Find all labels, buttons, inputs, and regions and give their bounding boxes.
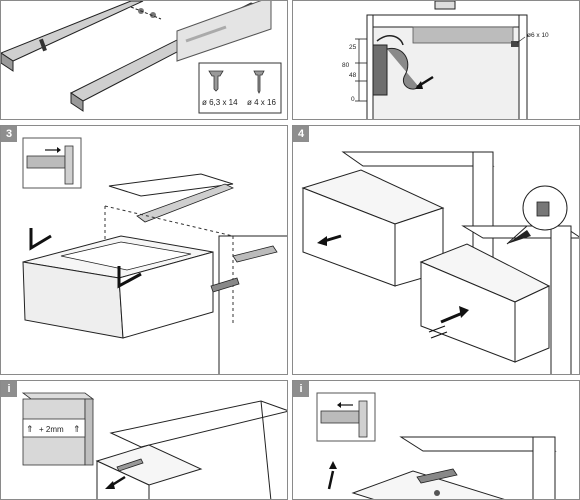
lift-arrow-icon bbox=[329, 461, 337, 469]
height-adjust-label: + 2mm bbox=[39, 425, 64, 434]
dimension-label: 80 bbox=[342, 62, 350, 69]
cabinet-dimension-illustration: 25 80 48 0 ø6 x 10 bbox=[342, 1, 549, 119]
info-panel-height: i + 2mm ⇑ ⇑ bbox=[0, 380, 288, 500]
screw-size-1: ø 6,3 x 14 bbox=[202, 98, 238, 107]
screw-large-icon bbox=[208, 70, 224, 92]
screw-small-icon bbox=[253, 70, 265, 94]
drill-size: ø6 x 10 bbox=[527, 32, 549, 39]
step-number: 4 bbox=[293, 126, 309, 142]
height-adjust-illustration: + 2mm ⇑ ⇑ bbox=[21, 392, 287, 499]
insert-drawer-illustration bbox=[22, 137, 287, 374]
step-1-panel: ø 6,3 x 14 ø 4 x 16 bbox=[0, 0, 288, 120]
info-marker: i bbox=[293, 381, 309, 397]
cabinet-rail bbox=[136, 183, 234, 223]
pull-arrow-icon bbox=[105, 481, 115, 489]
lower-arrow-icon bbox=[117, 266, 142, 289]
step-4-panel: 4 bbox=[292, 125, 580, 375]
drawer-open-illustration bbox=[301, 151, 579, 374]
step-2-panel: 25 80 48 0 ø6 x 10 bbox=[292, 0, 580, 120]
remove-drawer-illustration bbox=[316, 392, 557, 499]
clip-part bbox=[386, 47, 420, 90]
pull-arrow-icon bbox=[317, 236, 327, 246]
arrow-left-icon bbox=[337, 402, 341, 408]
up-arrow-icon: ⇑ bbox=[26, 424, 34, 434]
mounting-bracket bbox=[372, 44, 388, 96]
upper-rail bbox=[1, 1, 144, 62]
info-panel-remove: i bbox=[292, 380, 580, 500]
push-arrow-icon bbox=[459, 306, 469, 318]
arrow-right-icon bbox=[57, 147, 61, 153]
up-arrow-icon: ⇑ bbox=[73, 424, 81, 434]
step-number: 3 bbox=[1, 126, 17, 142]
dimension-label: 0 bbox=[351, 96, 355, 103]
rail-illustration: ø 6,3 x 14 ø 4 x 16 bbox=[1, 1, 282, 114]
dimension-label: 25 bbox=[349, 44, 357, 51]
mounting-plate bbox=[176, 1, 272, 62]
step-3-panel: 3 bbox=[0, 125, 288, 375]
dimension-label: 48 bbox=[349, 72, 357, 79]
info-marker: i bbox=[1, 381, 17, 397]
screw-size-2: ø 4 x 16 bbox=[247, 98, 276, 107]
lower-arrow-icon bbox=[29, 228, 52, 251]
